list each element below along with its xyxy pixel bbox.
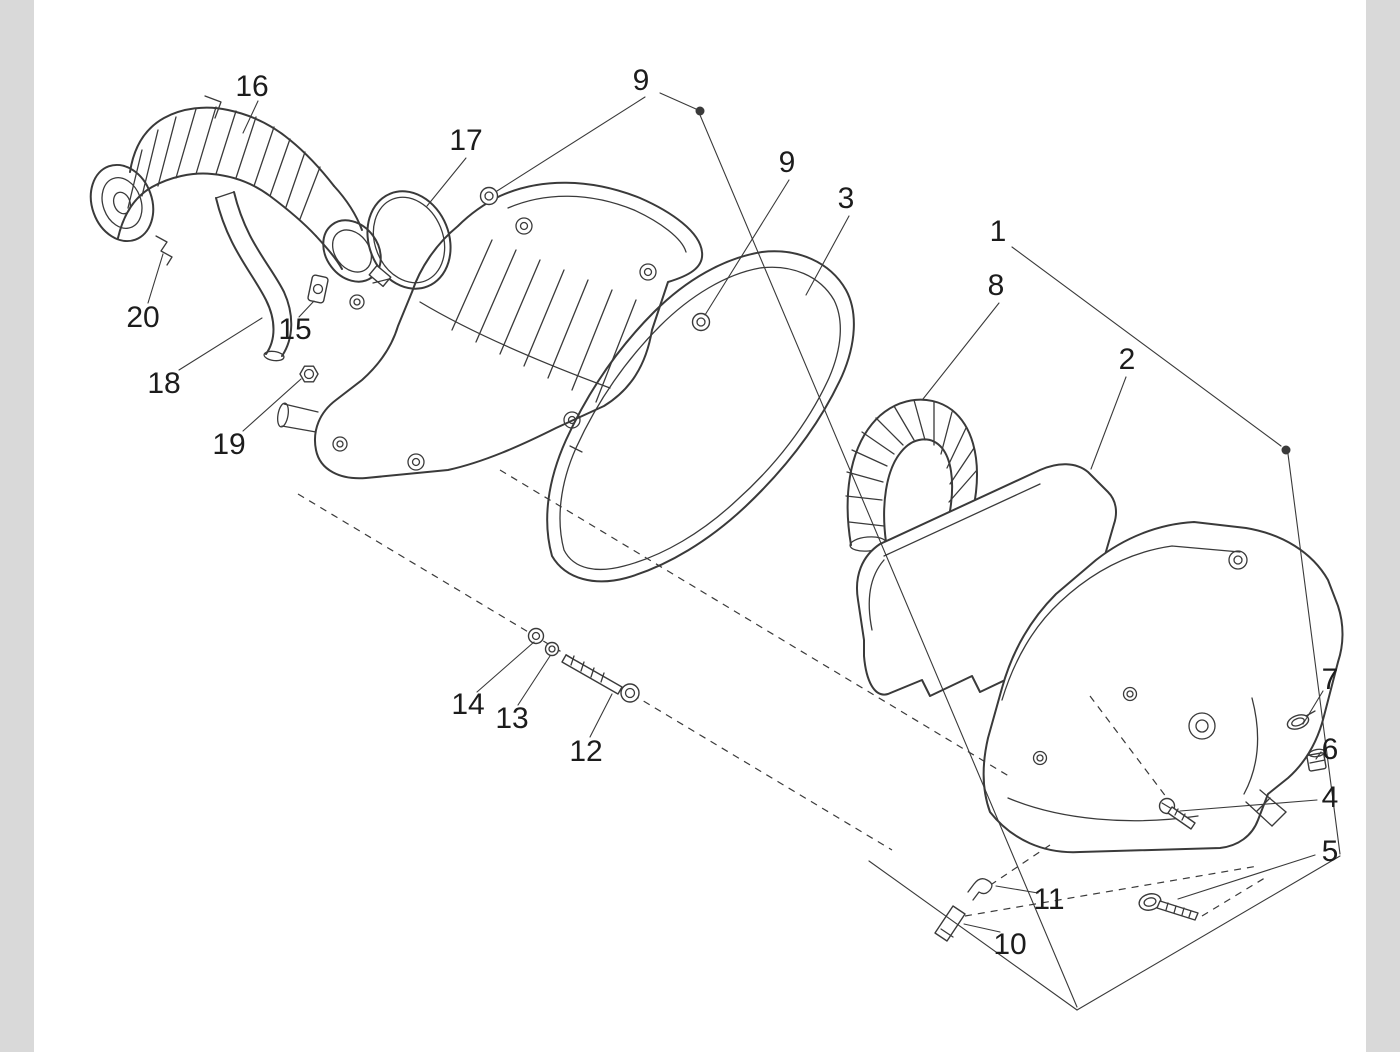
right-gutter bbox=[1366, 0, 1400, 1052]
hose-clamp-drawing bbox=[366, 190, 452, 290]
clip-11-drawing bbox=[967, 878, 993, 901]
washer-9b-drawing bbox=[691, 312, 711, 332]
screw-4-drawing bbox=[1158, 797, 1196, 830]
breather-hose-drawing bbox=[215, 191, 293, 362]
washer-9a-drawing bbox=[479, 186, 499, 206]
airbox-cover-drawing bbox=[982, 521, 1344, 854]
airbox-housing-drawing bbox=[277, 181, 704, 480]
leader-lines bbox=[147, 92, 1324, 933]
spring-clip-drawing bbox=[155, 235, 173, 266]
plug-6-drawing bbox=[1306, 748, 1327, 772]
nut-drawing bbox=[299, 365, 319, 383]
left-gutter bbox=[0, 0, 34, 1052]
washer-14-drawing bbox=[527, 627, 545, 645]
intake-hose-drawing bbox=[89, 95, 382, 283]
bracket-drawing bbox=[307, 274, 329, 304]
tube-10-drawing bbox=[934, 905, 966, 942]
callout-dots bbox=[695, 106, 1291, 455]
clamp-7-drawing bbox=[1286, 710, 1316, 730]
frame-lines bbox=[699, 114, 1341, 1011]
washer-13-drawing bbox=[544, 641, 560, 657]
screw-5-drawing bbox=[1138, 893, 1199, 921]
bolt-12-drawing bbox=[561, 654, 640, 703]
filter-cover-drawing bbox=[856, 463, 1117, 697]
gasket-drawing bbox=[546, 250, 855, 583]
construction-lines bbox=[297, 469, 1269, 917]
